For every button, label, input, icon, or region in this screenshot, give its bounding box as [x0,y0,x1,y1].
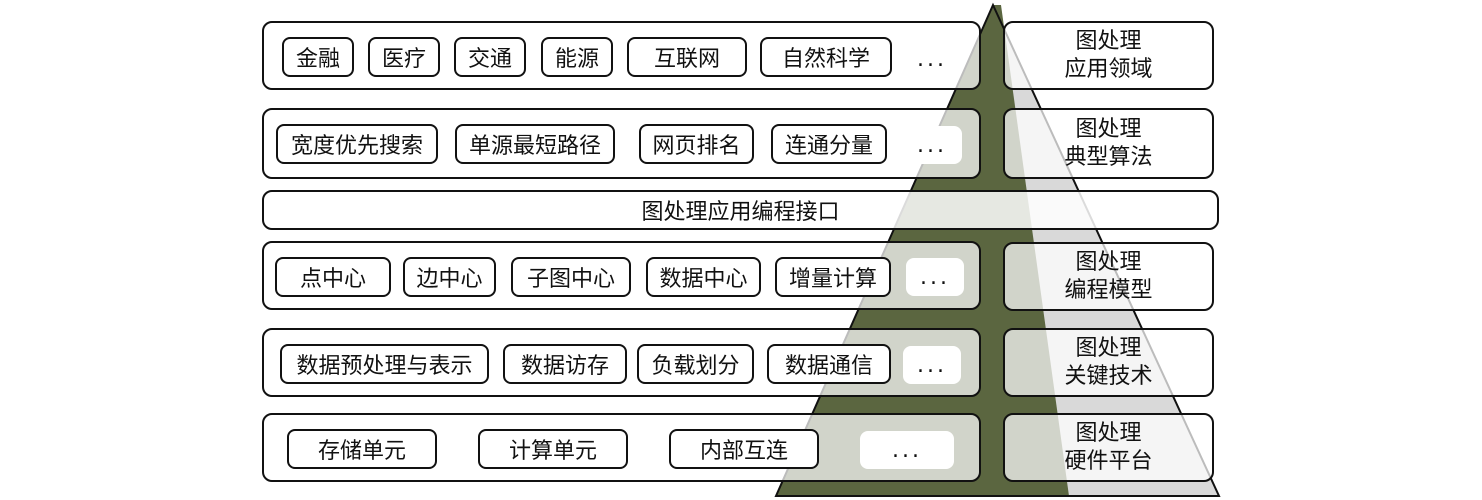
chip-subgraph-centric: 子图中心 [511,257,631,297]
ellipsis-algorithms: ... [902,126,962,164]
chip-natural-science: 自然科学 [760,37,892,77]
chip-bfs: 宽度优先搜索 [276,124,438,164]
chip-memory-access: 数据访存 [503,344,627,384]
chip-vertex-centric: 点中心 [275,257,391,297]
api-bar: 图处理应用编程接口 [262,190,1219,230]
chip-interconnect: 内部互连 [669,429,819,469]
chip-data-centric: 数据中心 [646,257,761,297]
chip-sssp: 单源最短路径 [455,124,615,164]
side-label-algorithms: 图处理 典型算法 [1003,108,1214,179]
side-label-line-2: 硬件平台 [1064,448,1153,474]
chip-healthcare: 医疗 [368,37,440,77]
side-label-hardware: 图处理 硬件平台 [1003,413,1214,482]
chip-transportation: 交通 [454,37,526,77]
chip-pagerank: 网页排名 [639,124,754,164]
side-label-key-technologies: 图处理 关键技术 [1003,328,1214,397]
chip-storage-unit: 存储单元 [287,429,437,469]
chip-finance: 金融 [282,37,354,77]
side-label-line-1: 图处理 [1075,116,1142,142]
side-label-line-1: 图处理 [1075,335,1142,361]
chip-connected-components: 连通分量 [771,124,887,164]
ellipsis-programming-models: ... [906,258,964,296]
chip-compute-unit: 计算单元 [478,429,628,469]
side-label-line-1: 图处理 [1075,28,1142,54]
side-label-line-1: 图处理 [1075,249,1142,275]
chip-load-partitioning: 负载划分 [637,344,754,384]
side-label-applications: 图处理 应用领域 [1003,21,1214,90]
chip-incremental: 增量计算 [775,257,891,297]
side-label-line-2: 典型算法 [1064,144,1153,170]
side-label-line-2: 关键技术 [1064,363,1153,389]
chip-energy: 能源 [541,37,613,77]
side-label-programming-models: 图处理 编程模型 [1003,242,1214,311]
chip-communication: 数据通信 [767,344,891,384]
ellipsis-hardware: ... [860,431,954,469]
side-label-line-2: 应用领域 [1064,56,1153,82]
ellipsis-key-technologies: ... [903,346,961,384]
chip-internet: 互联网 [627,37,747,77]
side-label-line-1: 图处理 [1075,420,1142,446]
ellipsis-applications: ... [917,46,947,72]
side-label-line-2: 编程模型 [1064,277,1153,303]
chip-edge-centric: 边中心 [403,257,496,297]
chip-preprocessing: 数据预处理与表示 [280,344,489,384]
